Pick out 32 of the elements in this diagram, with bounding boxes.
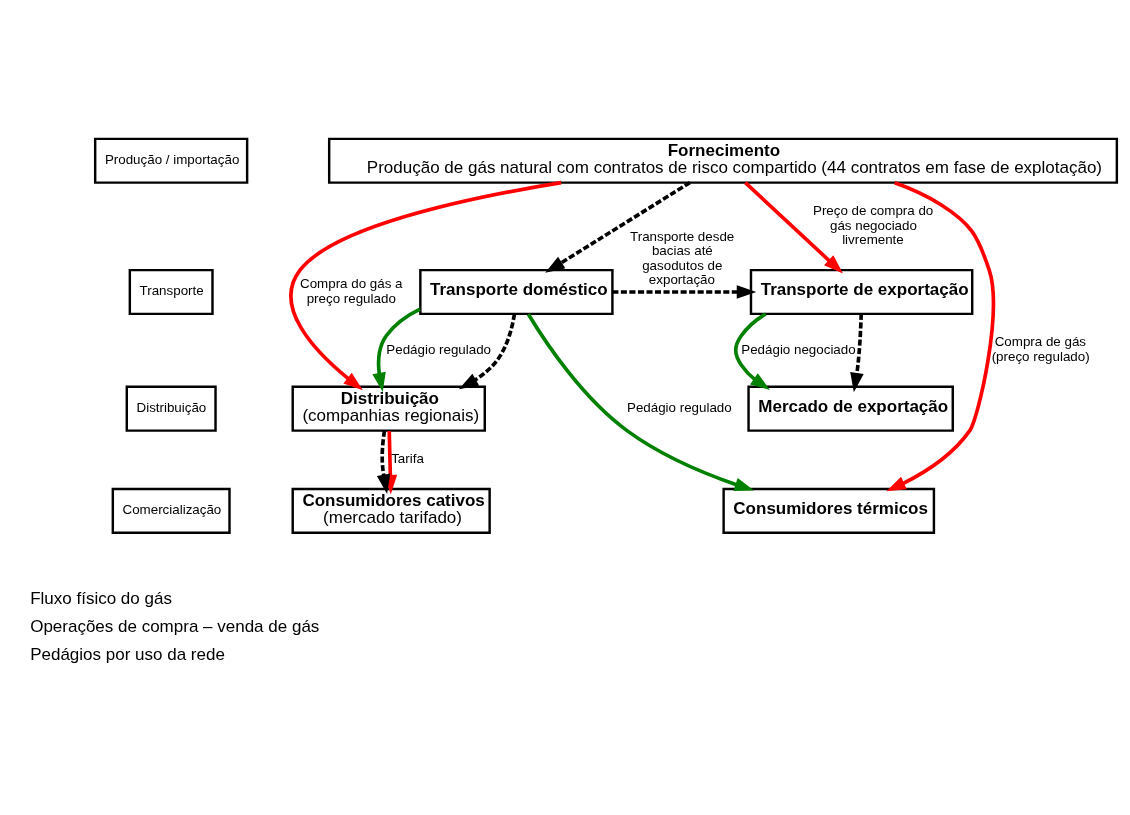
node-box: Transporte doméstico xyxy=(419,268,614,316)
edge-label: Pedágio negociado xyxy=(741,341,856,357)
node-box: Transporte de exportação xyxy=(749,268,974,316)
arrow xyxy=(545,181,691,273)
arrow xyxy=(289,180,562,391)
edge-label: Pedágio regulado xyxy=(626,400,732,416)
arrow xyxy=(850,313,864,393)
edge-label: Compra do gás a preço regulado xyxy=(300,276,403,306)
arrow xyxy=(372,307,421,393)
arrow xyxy=(612,285,757,299)
node-box: Produção / importação xyxy=(93,137,249,184)
legend-label: Pedágios por uso da rede xyxy=(30,644,225,664)
arrow xyxy=(376,430,391,494)
legend-label: Operações de compra – venda de gás xyxy=(30,617,320,637)
node-box: Fornecimento Produção de gás natural com contratos de risco compartido (44 contratos em fase de explotação) xyxy=(327,137,1119,184)
edge-label: Compra de gás (preço regulado) xyxy=(991,334,1090,365)
arrow xyxy=(458,313,517,390)
legend-label: Fluxo físico do gás xyxy=(30,589,172,609)
node-box: Mercado de exportação xyxy=(747,385,954,432)
node-box: Consumidores cativos (mercado tarifado) xyxy=(291,487,491,534)
arrow xyxy=(744,181,843,274)
edge-label: Transporte desde bacias até gasodutos de exportação xyxy=(630,228,735,288)
node-box: Distribuição xyxy=(125,385,217,432)
edge-label: Preço de compra do gás negociado livremente xyxy=(812,203,934,248)
arrow xyxy=(526,313,754,491)
node-box: Transporte xyxy=(128,268,214,316)
node-box: Distribuição (companhias regionais) xyxy=(291,385,486,432)
arrow xyxy=(886,181,995,492)
edge-label: Pedágio regulado xyxy=(386,341,492,357)
arrow xyxy=(733,312,770,390)
node-box: Comercialização xyxy=(111,487,231,534)
node-box: Consumidores térmicos xyxy=(722,487,936,534)
